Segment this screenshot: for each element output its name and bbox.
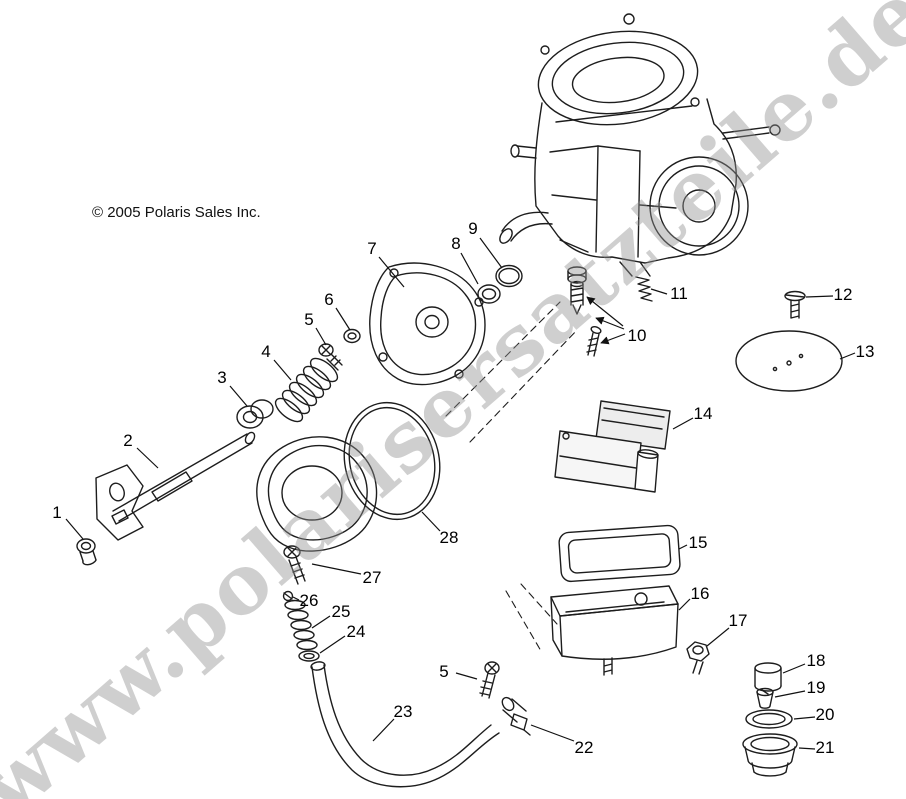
- leader-line-21: [798, 747, 816, 750]
- part-washer-3: [236, 399, 274, 429]
- leader-line-2: [136, 447, 159, 469]
- leader-line-16: [678, 598, 691, 611]
- construction-lines: [445, 301, 578, 652]
- part-gasket-15: [558, 524, 681, 583]
- callout-27: 27: [362, 568, 382, 587]
- part-spring-25: [284, 599, 318, 651]
- leader-line-25: [311, 615, 331, 629]
- leader-line-5: [315, 327, 327, 346]
- callout-16: 16: [690, 584, 710, 603]
- callout-8: 8: [451, 234, 461, 253]
- part-spacer-18: [754, 662, 782, 692]
- leader-line-13: [839, 352, 856, 360]
- part-washer-24: [298, 650, 320, 662]
- part-screw-12: [784, 290, 806, 319]
- part-spring-11: [635, 276, 653, 302]
- part-cover-7: [369, 262, 486, 386]
- callout-7: 7: [367, 239, 377, 258]
- callout-20: 20: [815, 705, 835, 724]
- callout-10: 10: [627, 326, 647, 345]
- leader-line-6: [335, 307, 351, 331]
- leader-line-15: [678, 544, 688, 550]
- leader-line-10: [595, 316, 625, 330]
- leader-line-18: [782, 663, 806, 674]
- part-float-14: [554, 400, 671, 493]
- leader-line-9: [479, 237, 503, 269]
- callout-1: 1: [52, 503, 62, 522]
- callout-22: 22: [574, 738, 594, 757]
- callout-26: 26: [299, 591, 319, 610]
- leader-line-12: [805, 295, 834, 298]
- part-plug-21: [742, 733, 798, 777]
- part-bolt-17: [686, 641, 710, 675]
- callout-5: 5: [439, 662, 449, 681]
- part-seal-8: [477, 284, 501, 304]
- part-clip-26: [282, 590, 294, 602]
- part-diaphragm-cover: [256, 436, 378, 552]
- leader-line-28: [421, 511, 441, 532]
- callout-2: 2: [123, 431, 133, 450]
- leader-line-14: [672, 417, 694, 430]
- leader-line-27: [311, 563, 362, 575]
- callout-3: 3: [217, 368, 227, 387]
- leader-line-7: [378, 256, 405, 288]
- leader-line-20: [793, 716, 816, 720]
- callout-15: 15: [688, 533, 708, 552]
- part-oring-20: [745, 709, 793, 729]
- leader-line-17: [706, 627, 730, 647]
- callout-24: 24: [346, 622, 366, 641]
- part-washer-6: [343, 328, 361, 344]
- leader-line-22: [530, 724, 575, 742]
- leader-line-19: [774, 690, 806, 698]
- leader-line-1: [65, 518, 84, 540]
- part-jet-19: [756, 687, 774, 709]
- callout-19: 19: [806, 678, 826, 697]
- leader-line-23: [372, 718, 395, 742]
- callout-12: 12: [833, 285, 853, 304]
- callout-11: 11: [670, 284, 688, 303]
- part-hose-23: [310, 661, 500, 788]
- callout-17: 17: [728, 611, 748, 630]
- leader-line-8: [460, 252, 479, 285]
- callout-9: 9: [468, 219, 478, 238]
- flange-bolt-icon: [623, 13, 635, 25]
- leader-line-4: [273, 359, 292, 381]
- callout-23: 23: [393, 702, 413, 721]
- callout-13: 13: [855, 342, 875, 361]
- callout-6: 6: [324, 290, 334, 309]
- callout-5: 5: [304, 310, 314, 329]
- leader-line-5: [455, 672, 478, 680]
- callout-14: 14: [693, 404, 713, 423]
- part-disc-13: [735, 330, 843, 392]
- part-screw-5b: [479, 661, 500, 699]
- leader-line-10: [586, 296, 624, 327]
- part-float-bowl-16: [550, 585, 679, 676]
- leader-line-11: [650, 288, 668, 295]
- callout-18: 18: [806, 651, 826, 670]
- part-oring-28: [343, 401, 441, 521]
- part-screw-27: [283, 545, 306, 585]
- callout-25: 25: [331, 602, 351, 621]
- leader-line-10: [600, 333, 626, 345]
- callout-4: 4: [261, 342, 271, 361]
- part-bolt-1: [76, 538, 97, 566]
- leader-line-26: [292, 596, 300, 601]
- leader-line-24: [319, 635, 346, 654]
- copyright-text: © 2005 Polaris Sales Inc.: [92, 204, 261, 221]
- part-fitting-22: [501, 696, 531, 736]
- part-shaft-2: [95, 431, 256, 541]
- leader-line-3: [229, 385, 248, 407]
- part-jet-needle-10: [567, 266, 602, 357]
- part-spring-4: [274, 357, 339, 423]
- callout-21: 21: [815, 738, 835, 757]
- callout-28: 28: [439, 528, 459, 547]
- part-oring-9: [495, 264, 523, 288]
- part-carburetor-body: [499, 13, 781, 277]
